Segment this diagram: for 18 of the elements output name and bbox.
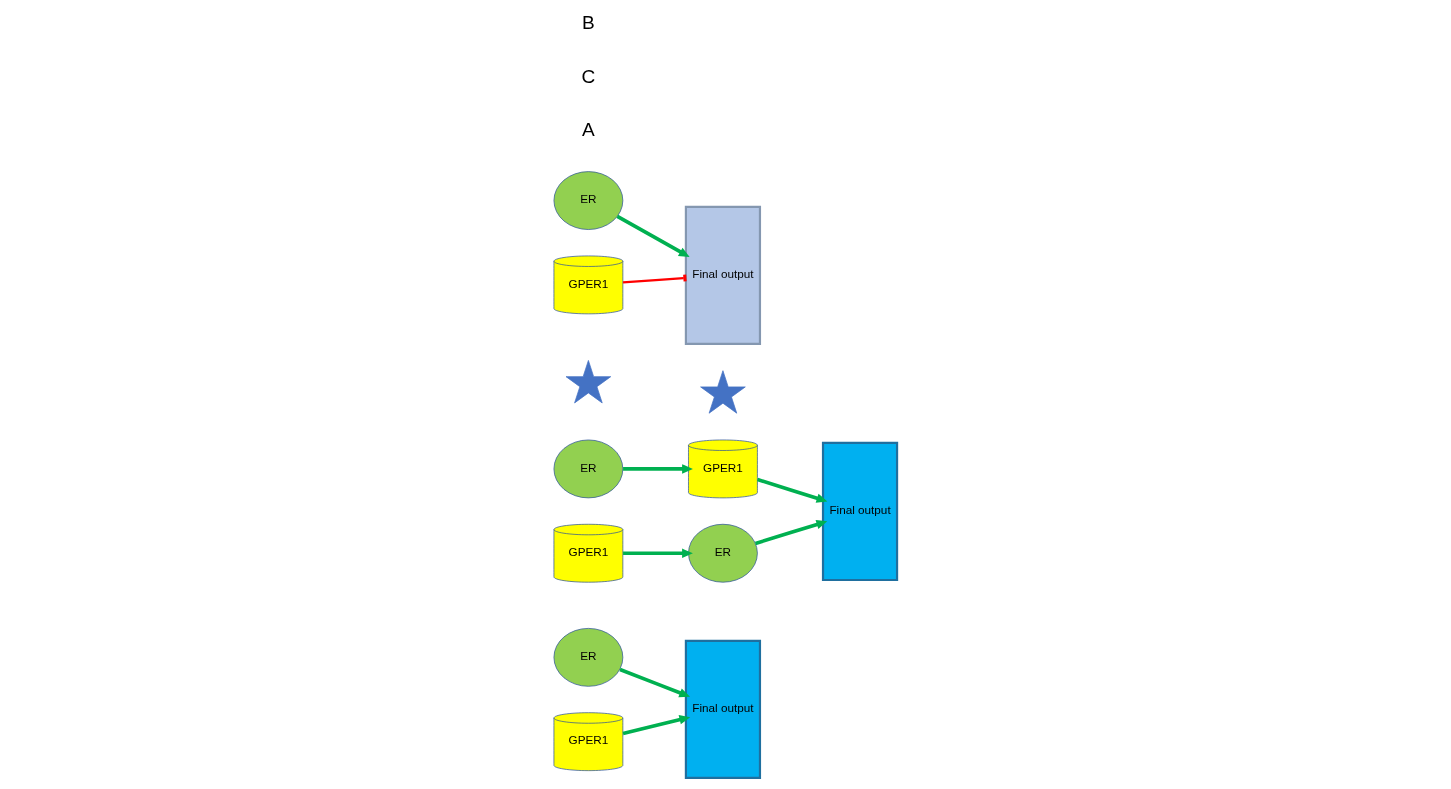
node-box: Final output [684, 639, 762, 780]
arrow [757, 477, 828, 503]
node-star [700, 370, 746, 414]
arrow [623, 548, 693, 558]
arrow [754, 519, 828, 546]
label: C [581, 65, 596, 87]
node-ellipse: ER [688, 523, 758, 583]
label: A [582, 119, 595, 141]
node-star [565, 360, 612, 404]
arrow [619, 667, 691, 698]
arrow [623, 464, 693, 474]
label: B [582, 12, 595, 34]
node-ellipse: ER [553, 439, 624, 499]
arrow [622, 715, 691, 736]
node-ellipse: ER [553, 171, 624, 230]
arrow [616, 214, 690, 258]
node-box: Final output [821, 441, 899, 582]
node-ellipse: ER [553, 628, 624, 687]
